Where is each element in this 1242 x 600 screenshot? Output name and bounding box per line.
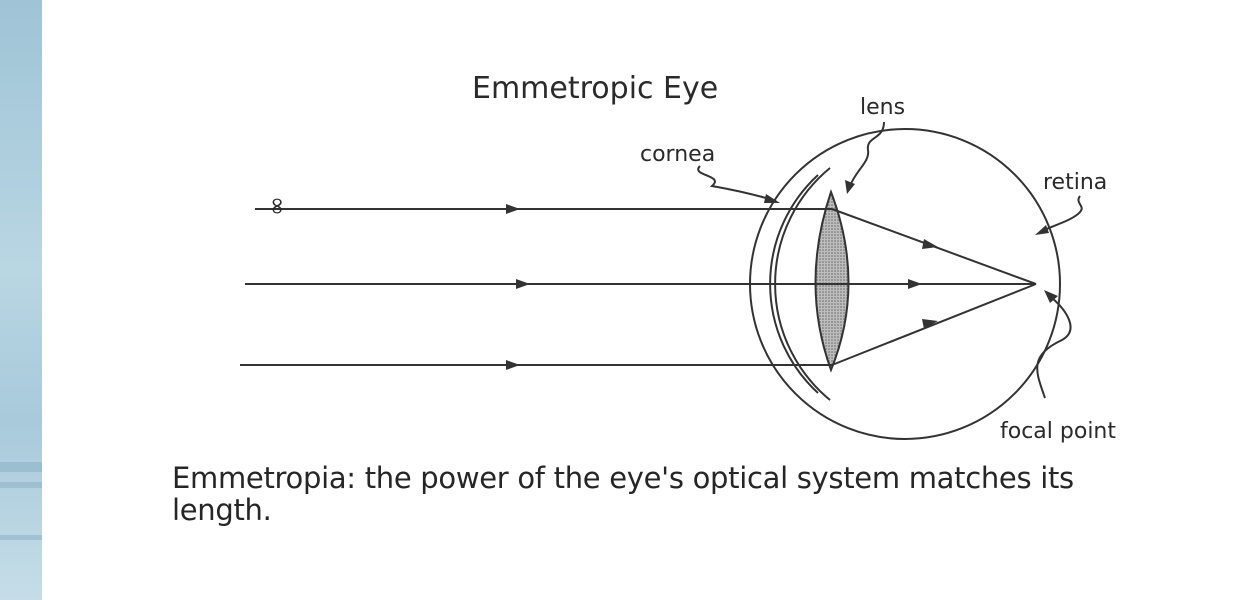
arrowhead [922, 239, 938, 249]
strip-band [0, 462, 42, 472]
arrowhead [1035, 225, 1049, 235]
focal-point-pointer [1036, 297, 1072, 399]
cornea-pointer [697, 165, 777, 202]
arrowhead [506, 360, 520, 370]
retina-label: retina [1043, 170, 1107, 195]
arrowhead [908, 279, 922, 289]
arrowhead [922, 319, 938, 329]
arrowhead [1044, 290, 1058, 303]
lens-label: lens [860, 95, 905, 120]
strip-band [0, 482, 42, 488]
retina-pointer [1039, 195, 1083, 233]
arrowhead [764, 194, 780, 203]
arrowhead [845, 180, 855, 194]
cornea-label: cornea [640, 142, 715, 167]
lens-shape [814, 189, 850, 373]
diagram-caption: Emmetropia: the power of the eye's optic… [172, 461, 1074, 527]
side-decoration-strip [0, 0, 42, 600]
strip-band [0, 535, 42, 540]
ray-bottom-refracted [831, 283, 1037, 366]
infinity-label: ∞ [264, 196, 292, 216]
arrowhead [506, 204, 520, 214]
focal-point-label: focal point [1000, 419, 1116, 444]
arrowhead [516, 279, 530, 289]
diagram-title: Emmetropic Eye [472, 71, 718, 106]
lens-pointer [849, 121, 885, 187]
